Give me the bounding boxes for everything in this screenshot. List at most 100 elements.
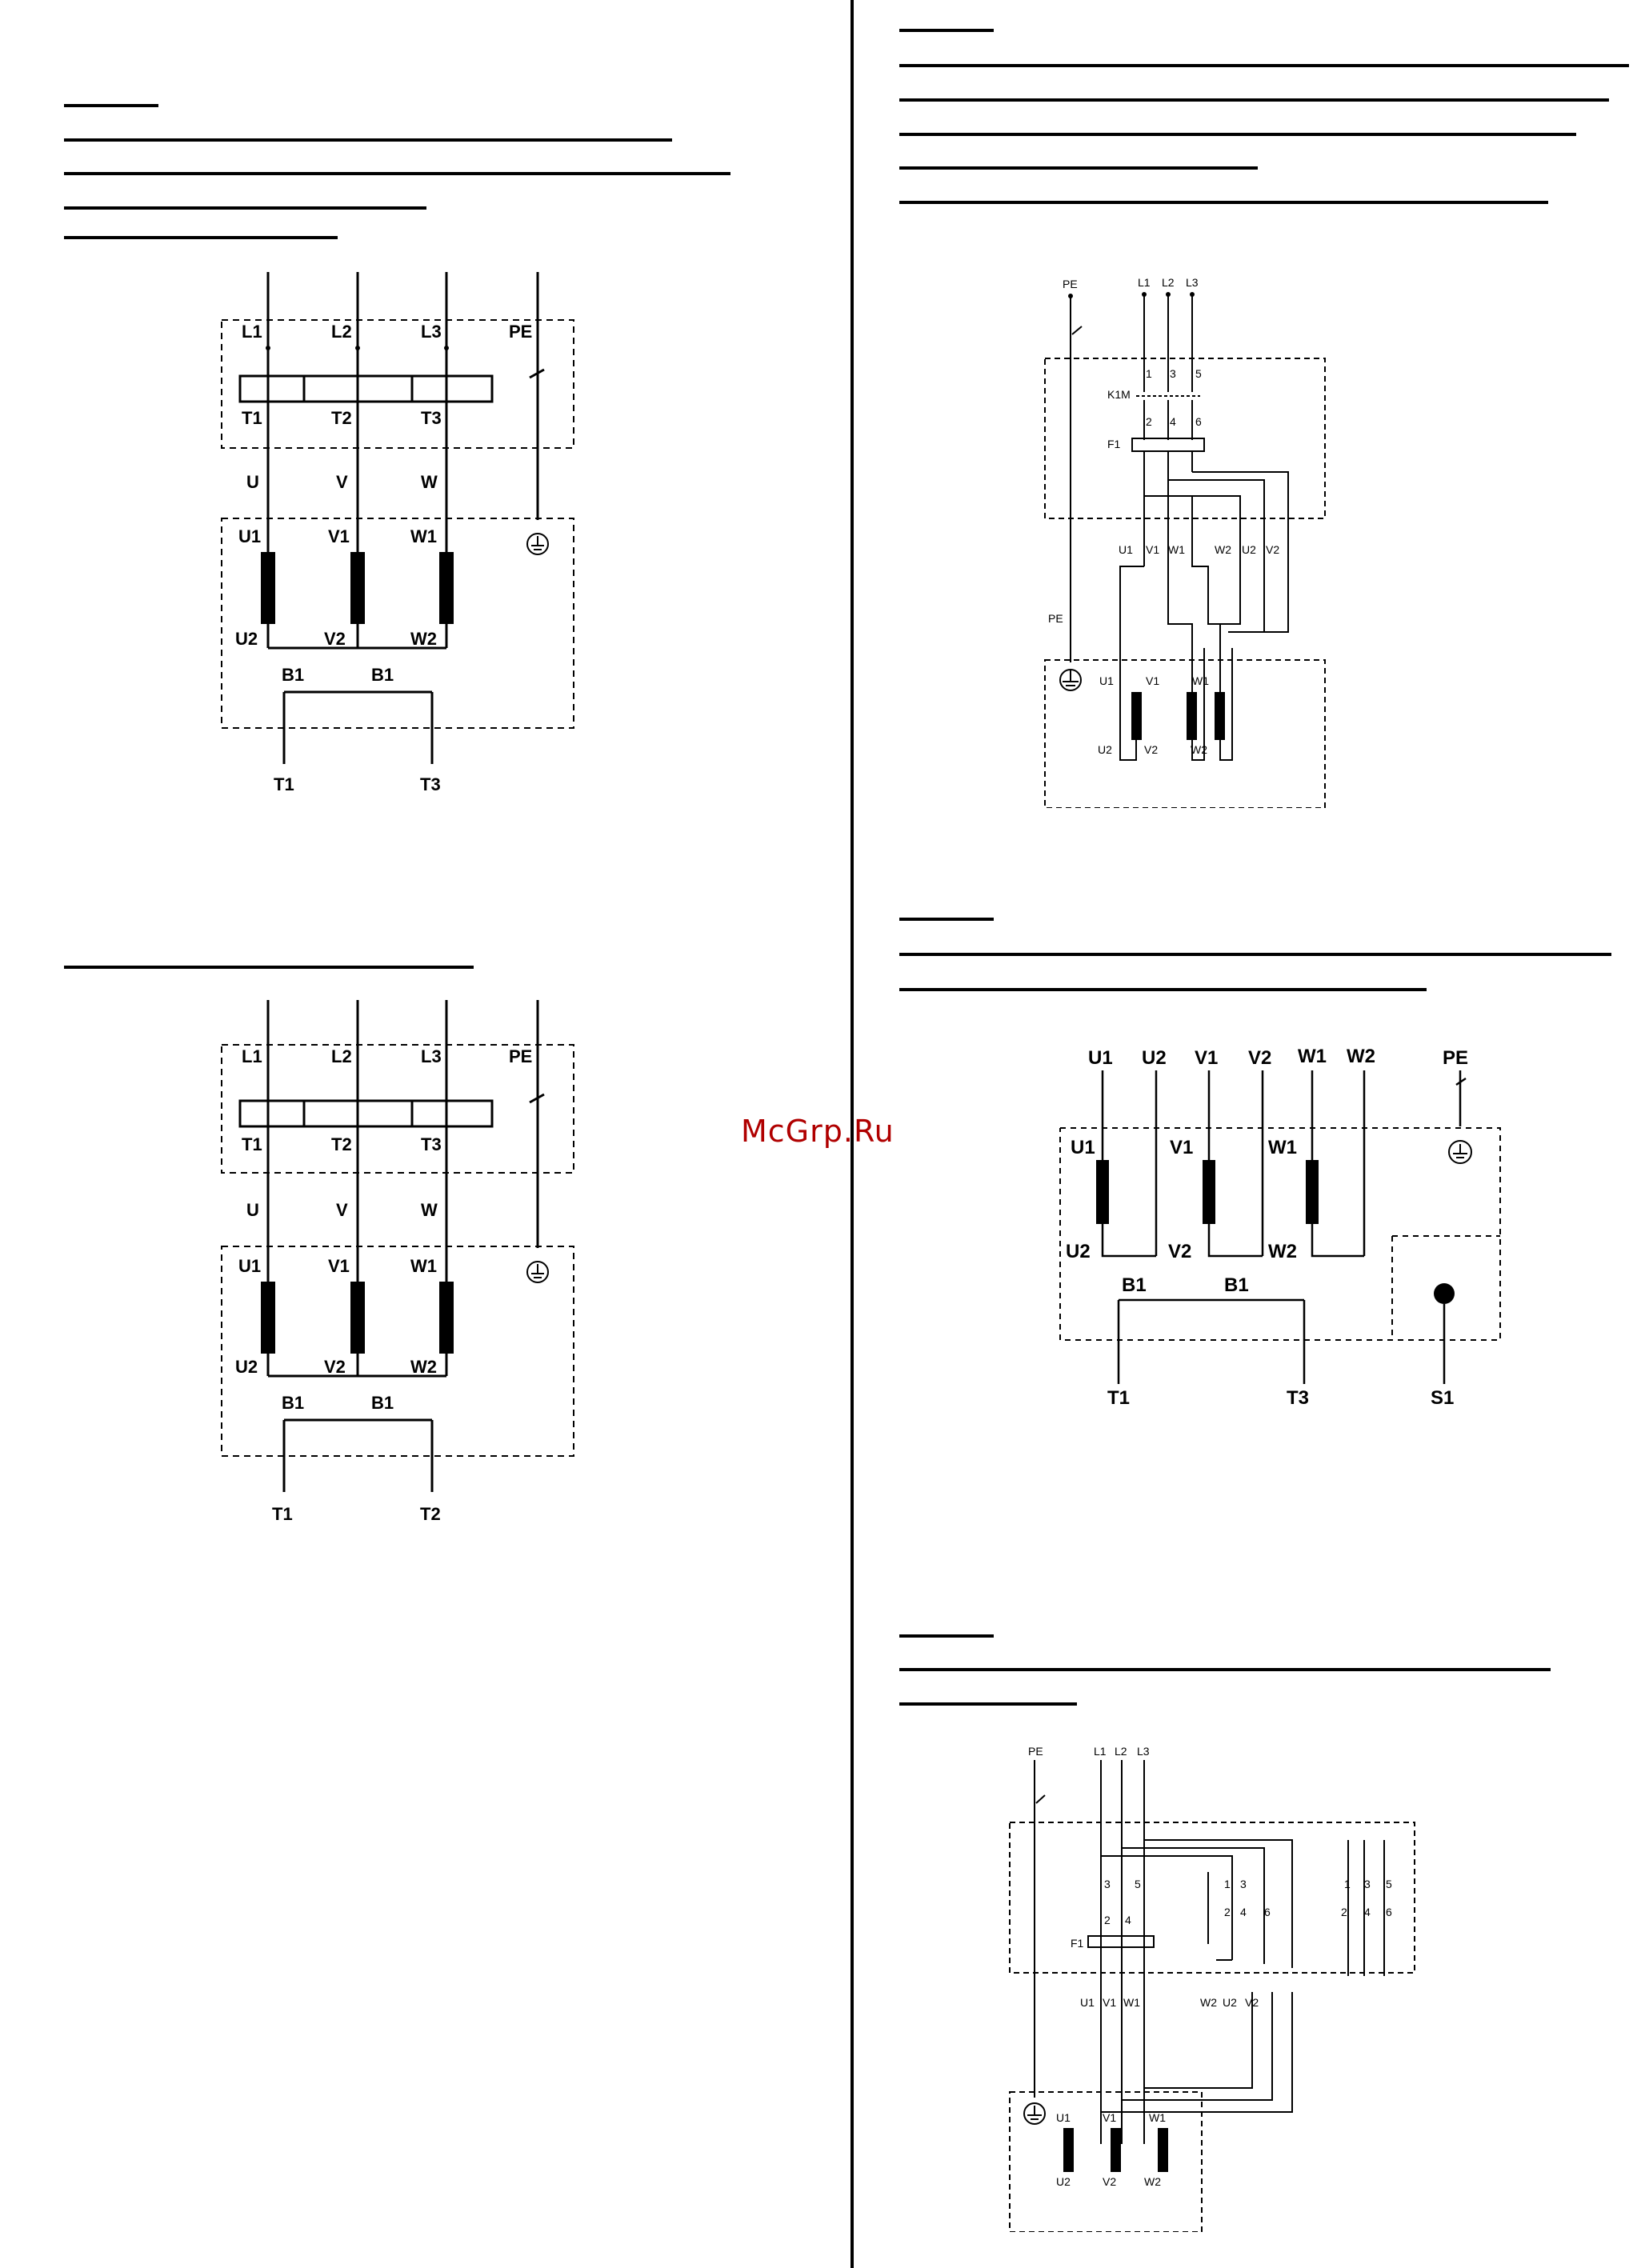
winding-label: U1 [1099, 674, 1114, 687]
heading-rule [899, 918, 994, 921]
overload-label: T1 [242, 408, 262, 428]
thermal-label: B1 [371, 1393, 394, 1413]
winding-label: W1 [410, 526, 437, 546]
text-rule [899, 201, 1548, 204]
text-rule [64, 138, 672, 142]
wire-label: V1 [1103, 1996, 1116, 2009]
output-label: T3 [420, 774, 441, 794]
supply-label: L1 [242, 1046, 262, 1066]
winding-label: W2 [1191, 743, 1207, 756]
winding-label: V2 [324, 629, 346, 649]
wiring-diagram-terminals-s1: U1 U2 V1 V2 W1 W2 PE U1 V1 W1 U2 V2 W2 B… [896, 1032, 1552, 1416]
winding-label: U2 [1066, 1241, 1091, 1262]
output-label: T1 [272, 1504, 293, 1524]
supply-label: L1 [1138, 276, 1151, 289]
contact-number: 4 [1125, 1914, 1131, 1926]
contact-number: 6 [1386, 1906, 1392, 1918]
wire-label: U1 [1119, 543, 1133, 556]
wire-label: W2 [1200, 1996, 1217, 2009]
terminal-label: PE [1443, 1047, 1468, 1069]
winding-label: W1 [1149, 2111, 1166, 2124]
column-divider [851, 0, 854, 2268]
winding-label: W1 [1192, 674, 1209, 687]
winding-label: V1 [328, 1256, 350, 1276]
thermal-label: B1 [282, 665, 304, 685]
supply-label: L3 [1186, 276, 1199, 289]
contact-number: 1 [1146, 367, 1152, 380]
wiring-diagram-reversing: PE L1 L2 L3 F1 3 5 2 4 1 3 2 4 6 1 3 5 2… [896, 1736, 1536, 2232]
contact-number: 3 [1170, 367, 1176, 380]
overload-label: T2 [331, 408, 352, 428]
output-label: T1 [274, 774, 294, 794]
wire-label: U1 [1080, 1996, 1095, 2009]
cable-label: U [246, 472, 259, 492]
contact-number: 2 [1146, 415, 1152, 428]
cable-label: U [246, 1200, 259, 1220]
terminal-label: W2 [1347, 1046, 1375, 1067]
wire-label: V1 [1146, 543, 1159, 556]
winding-label: U2 [1056, 2175, 1071, 2188]
wiring-diagram-overload-t1-t3: L1 L2 L3 PE T1 T2 T3 U V W U1 V1 W1 U2 V… [64, 264, 656, 808]
winding-label: W1 [410, 1256, 437, 1276]
supply-label: L3 [1137, 1745, 1150, 1758]
winding-label: U1 [1071, 1137, 1095, 1158]
pe-label: PE [1048, 612, 1063, 625]
terminal-label: V2 [1248, 1047, 1271, 1069]
thermal-label: B1 [282, 1393, 304, 1413]
wire-label: V2 [1245, 1996, 1259, 2009]
heading-rule [899, 29, 994, 32]
winding-label: U1 [238, 526, 261, 546]
supply-label: L1 [242, 322, 262, 342]
overload-label: T3 [421, 408, 442, 428]
text-rule [899, 1702, 1077, 1706]
winding-label: U1 [1056, 2111, 1071, 2124]
wiring-diagram-overload-t1-t2: L1 L2 L3 PE T1 T2 T3 U V W U1 V1 W1 U2 V… [64, 992, 656, 1536]
contact-number: 5 [1135, 1878, 1141, 1890]
supply-label: PE [1063, 278, 1078, 290]
contact-number: 1 [1224, 1878, 1231, 1890]
text-rule [899, 98, 1609, 102]
winding-label: W2 [410, 1357, 437, 1377]
supply-label: L2 [1115, 1745, 1127, 1758]
output-label: S1 [1431, 1387, 1454, 1409]
supply-label: PE [1028, 1745, 1043, 1758]
winding-label: W2 [1268, 1241, 1297, 1262]
winding-label: W1 [1268, 1137, 1297, 1158]
text-rule [899, 1668, 1551, 1671]
cable-label: W [421, 472, 438, 492]
heading-rule [899, 1634, 994, 1638]
supply-label: L1 [1094, 1745, 1107, 1758]
relay-label: F1 [1107, 438, 1121, 450]
thermal-label: B1 [1224, 1274, 1249, 1296]
winding-label: U1 [238, 1256, 261, 1276]
text-rule [64, 966, 474, 969]
supply-label: L2 [331, 1046, 352, 1066]
winding-label: V2 [1144, 743, 1158, 756]
supply-label: PE [509, 322, 532, 342]
text-rule [899, 133, 1576, 136]
wiring-diagram-contactor: PE L1 L2 L3 K1M F1 1 3 5 2 4 6 U1 V1 W1 … [896, 232, 1440, 808]
cable-label: W [421, 1200, 438, 1220]
winding-label: W2 [410, 629, 437, 649]
terminal-label: U2 [1142, 1047, 1167, 1069]
winding-label: U2 [1098, 743, 1112, 756]
relay-label: F1 [1071, 1937, 1084, 1950]
wire-label: W2 [1215, 543, 1231, 556]
watermark: McGrp.Ru [741, 1114, 895, 1149]
contact-number: 5 [1195, 367, 1202, 380]
output-label: T2 [420, 1504, 441, 1524]
overload-label: T1 [242, 1134, 262, 1154]
terminal-label: W1 [1298, 1046, 1327, 1067]
winding-label: V1 [1146, 674, 1159, 687]
wire-label: V2 [1266, 543, 1279, 556]
supply-label: L2 [331, 322, 352, 342]
winding-label: V1 [328, 526, 350, 546]
contact-number: 6 [1264, 1906, 1271, 1918]
text-rule [64, 172, 730, 175]
text-rule [899, 953, 1611, 956]
cable-label: V [336, 472, 348, 492]
overload-label: T2 [331, 1134, 352, 1154]
contact-number: 4 [1170, 415, 1176, 428]
contact-number: 4 [1364, 1906, 1371, 1918]
contact-number: 3 [1104, 1878, 1111, 1890]
